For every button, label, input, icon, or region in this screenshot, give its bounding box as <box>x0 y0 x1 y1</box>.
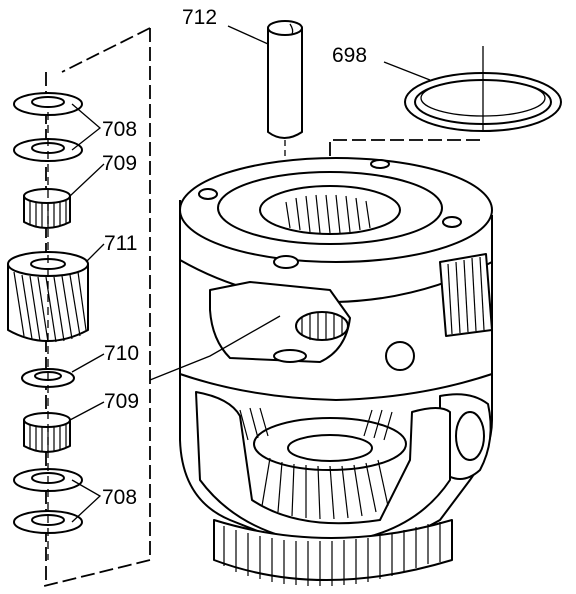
callout-710: 710 <box>104 342 139 365</box>
callout-698: 698 <box>332 44 367 67</box>
callout-712: 712 <box>182 6 217 29</box>
pinion-gear-711 <box>7 251 89 343</box>
callout-709-bottom: 709 <box>104 390 139 413</box>
callout-709-top: 709 <box>102 152 137 175</box>
needle-bearing-709-top <box>23 188 71 229</box>
thrust-washer-698 <box>404 46 562 132</box>
ring-gear-bottom <box>213 519 453 586</box>
callout-711: 711 <box>104 232 137 255</box>
callout-708-top: 708 <box>102 118 137 141</box>
leader-lines <box>69 25 431 523</box>
differential-case <box>179 157 493 552</box>
thrust-washer-708-top-a <box>13 92 83 116</box>
callout-708-bottom: 708 <box>102 486 137 509</box>
needle-bearing-709-bottom <box>23 412 71 453</box>
